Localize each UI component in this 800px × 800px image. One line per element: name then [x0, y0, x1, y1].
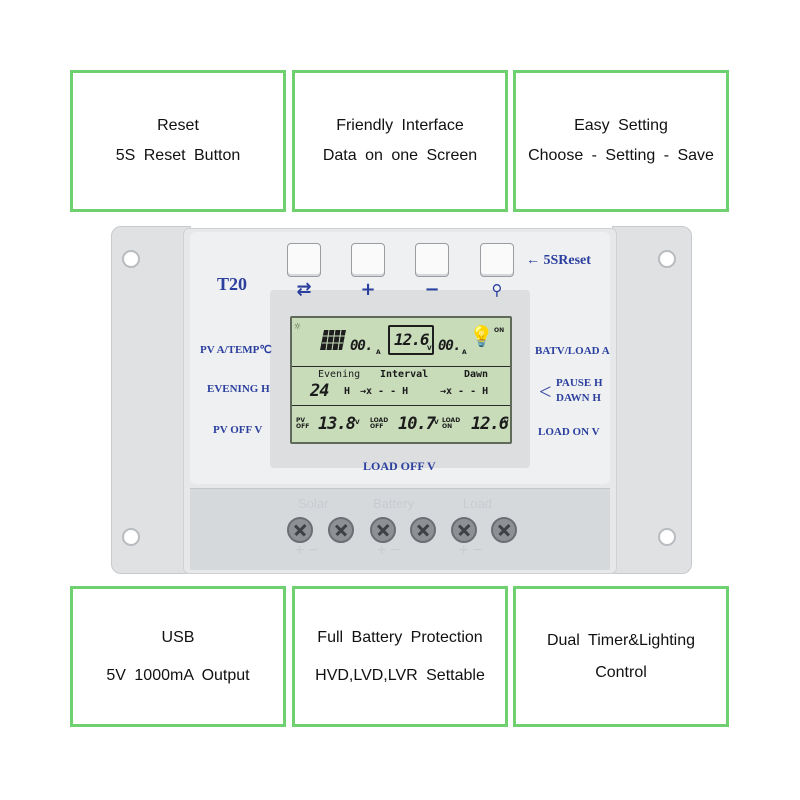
battery-voltage-value: 12.6	[394, 330, 430, 349]
battery-icon	[388, 325, 434, 355]
feature-desc: Choose - Setting - Save	[528, 147, 714, 164]
mount-hole-icon	[122, 250, 140, 268]
bulb-icon: ⚲	[491, 281, 503, 299]
plus-icon: +	[360, 279, 376, 300]
solar-terminal-label: Solar	[298, 496, 329, 511]
mount-hole-icon	[122, 528, 140, 546]
pv-temp-label: PV A/TEMP℃	[200, 344, 272, 356]
lcd-evening-label: Evening	[318, 369, 361, 380]
load-off-value: 10.7	[398, 414, 436, 434]
reset-label: ← 5SReset	[526, 253, 591, 268]
feature-title: Full Battery Protection	[317, 628, 483, 646]
battery-terminal-label: Battery	[373, 496, 415, 511]
chevron-left-icon: <	[539, 379, 552, 404]
solar-positive-screw-icon[interactable]	[287, 517, 313, 543]
feature-title: USB	[161, 628, 195, 646]
feature-title: Reset	[157, 117, 199, 134]
feature-box-interface: Friendly Interface Data on one Screen	[292, 70, 508, 212]
load-negative-screw-icon[interactable]	[491, 517, 517, 543]
solar-panel-icon	[320, 329, 346, 351]
load-off-unit: V	[434, 419, 439, 426]
evening-label: EVENING H	[207, 383, 270, 395]
feature-box-reset: Reset 5S Reset Button	[70, 70, 286, 212]
feature-box-protection: Full Battery Protection HVD,LVD,LVR Sett…	[292, 586, 508, 727]
mount-hole-icon	[658, 250, 676, 268]
feature-title: Easy Setting	[574, 117, 668, 134]
model-label: T20	[217, 274, 248, 294]
feature-box-timer: Dual Timer&Lighting Control	[513, 586, 729, 727]
pv-off-label: PV OFF V	[213, 424, 263, 436]
lcd-interval-label: Interval	[380, 369, 429, 380]
battery-positive-screw-icon[interactable]	[370, 517, 396, 543]
pv-off-unit: V	[355, 419, 360, 426]
mounting-ear-left	[111, 226, 191, 574]
mount-hole-icon	[658, 528, 676, 546]
dawn-label: DAWN H	[556, 392, 601, 404]
lcd-divider	[292, 366, 510, 367]
solar-polarity: + −	[295, 542, 319, 559]
load-current-value: 00.	[438, 338, 461, 354]
load-on-indicator: ON	[494, 327, 505, 334]
dawn-value: →x - - H	[440, 386, 489, 397]
cycle-button[interactable]	[287, 243, 321, 277]
feature-desc: Control	[595, 663, 647, 681]
solar-negative-screw-icon[interactable]	[328, 517, 354, 543]
load-on-unit: V	[504, 419, 509, 426]
evening-hours-unit: H	[344, 386, 351, 397]
feature-desc: 5V 1000mA Output	[106, 666, 250, 684]
load-button[interactable]	[480, 243, 514, 277]
feature-box-setting: Easy Setting Choose - Setting - Save	[513, 70, 729, 212]
pv-off-value: 13.8	[318, 414, 356, 434]
feature-title: Dual Timer&Lighting	[546, 631, 696, 649]
load-off-label: LOAD OFF V	[363, 459, 436, 473]
minus-icon: −	[424, 279, 440, 300]
feature-title: Friendly Interface	[336, 117, 464, 134]
load-on-label: LOAD ON V	[538, 426, 600, 438]
minus-button[interactable]	[415, 243, 449, 277]
lcd-pv-off-label: PV OFF	[296, 417, 310, 430]
feature-desc: HVD,LVD,LVR Settable	[315, 666, 485, 684]
load-positive-screw-icon[interactable]	[451, 517, 477, 543]
interval-value: →x - - H	[360, 386, 409, 397]
pause-label: PAUSE H	[556, 377, 603, 389]
pv-current-value: 00.	[350, 338, 373, 354]
plus-button[interactable]	[351, 243, 385, 277]
cycle-arrows-icon: ⇄	[296, 279, 312, 300]
load-current-unit: A	[462, 349, 467, 356]
evening-hours-value: 24	[310, 381, 330, 401]
feature-desc: 5S Reset Button	[115, 147, 241, 164]
load-terminal-label: Load	[463, 496, 492, 511]
load-on-value: 12.6	[471, 414, 509, 434]
terminal-block	[190, 488, 610, 570]
lcd-load-off-label: LOAD OFF	[370, 417, 389, 430]
feature-desc: Data on one Screen	[322, 147, 478, 164]
bat-load-label: BATV/LOAD A	[535, 345, 610, 357]
battery-polarity: + −	[377, 542, 401, 559]
feature-box-usb: USB 5V 1000mA Output	[70, 586, 286, 727]
sun-icon: ☼	[294, 320, 301, 333]
lcd-divider	[292, 405, 510, 406]
lcd-screen: ☼ 00. A 12.6 V 00. A 💡 ON Evening Interv…	[290, 316, 512, 444]
load-polarity: + −	[459, 542, 483, 559]
battery-voltage-unit: V	[427, 345, 432, 352]
lcd-load-on-label: LOAD ON	[442, 417, 461, 430]
battery-negative-screw-icon[interactable]	[410, 517, 436, 543]
load-bulb-icon: 💡	[469, 324, 494, 348]
lcd-dawn-label: Dawn	[464, 369, 489, 380]
mounting-ear-right	[612, 226, 692, 574]
pv-current-unit: A	[376, 349, 381, 356]
